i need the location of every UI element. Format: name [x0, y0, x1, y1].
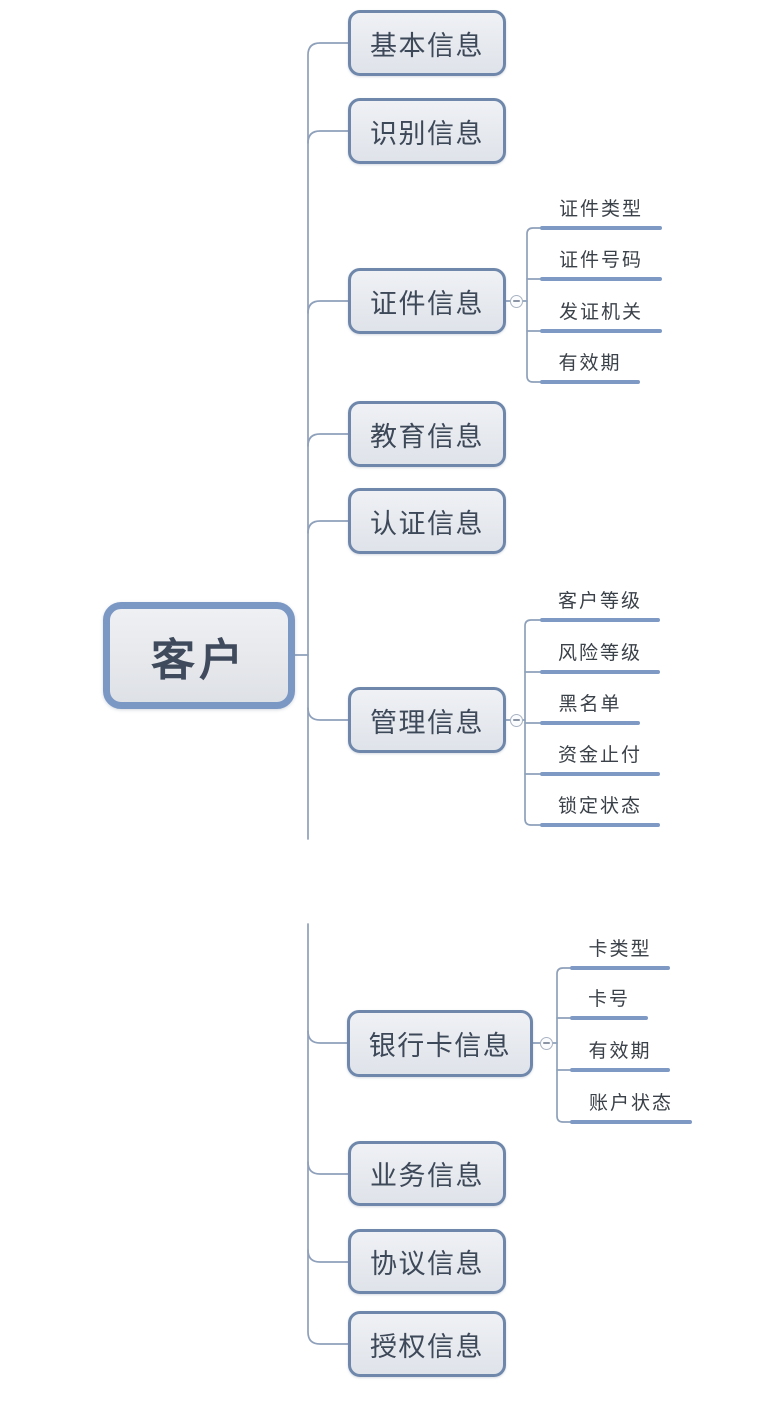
- leaf-card-number[interactable]: 卡号: [570, 989, 648, 1020]
- root-node-customer[interactable]: 客户: [103, 602, 295, 709]
- leaf-label: 风险等级: [557, 643, 642, 665]
- leaf-label: 锁定状态: [557, 796, 642, 818]
- topic-management-info[interactable]: 管理信息: [348, 687, 506, 753]
- leaf-label: 账户状态: [588, 1093, 673, 1115]
- topic-education-info[interactable]: 教育信息: [348, 401, 506, 467]
- leaf-card-type[interactable]: 卡类型: [570, 939, 670, 970]
- leaf-label: 卡类型: [588, 939, 652, 961]
- leaf-underline: [540, 277, 662, 281]
- minus-icon: [512, 300, 520, 302]
- leaf-lock-status[interactable]: 锁定状态: [540, 796, 660, 827]
- leaf-label: 资金止付: [557, 745, 642, 767]
- topic-basic-info[interactable]: 基本信息: [348, 10, 506, 76]
- leaf-validity-period[interactable]: 有效期: [540, 353, 640, 384]
- leaf-label: 黑名单: [558, 694, 622, 716]
- leaf-risk-level[interactable]: 风险等级: [540, 643, 660, 674]
- leaf-label: 证件类型: [558, 199, 643, 221]
- leaf-label: 有效期: [558, 353, 622, 375]
- leaf-label: 发证机关: [558, 302, 643, 324]
- collapse-toggle-certificate-info[interactable]: [509, 294, 523, 308]
- leaf-blacklist[interactable]: 黑名单: [540, 694, 640, 725]
- leaf-certificate-number[interactable]: 证件号码: [540, 250, 662, 281]
- leaf-underline: [540, 380, 640, 384]
- leaf-underline: [540, 226, 662, 230]
- leaf-underline: [540, 721, 640, 725]
- leaf-underline: [570, 1068, 670, 1072]
- leaf-underline: [540, 329, 662, 333]
- minus-icon: [542, 1042, 550, 1044]
- topic-agreement-info[interactable]: 协议信息: [348, 1229, 506, 1294]
- leaf-underline: [570, 966, 670, 970]
- leaf-account-status[interactable]: 账户状态: [570, 1093, 692, 1124]
- leaf-label: 客户等级: [557, 591, 642, 613]
- leaf-certificate-type[interactable]: 证件类型: [540, 199, 662, 230]
- leaf-underline: [540, 670, 660, 674]
- leaf-underline: [540, 772, 660, 776]
- topic-certificate-info[interactable]: 证件信息: [348, 268, 506, 334]
- topic-business-info[interactable]: 业务信息: [348, 1141, 506, 1206]
- leaf-underline: [570, 1016, 648, 1020]
- leaf-issuing-authority[interactable]: 发证机关: [540, 302, 662, 333]
- leaf-underline: [540, 618, 660, 622]
- topic-authorization-info[interactable]: 授权信息: [348, 1311, 506, 1377]
- collapse-toggle-bank-card-info[interactable]: [539, 1036, 553, 1050]
- leaf-fund-stop-payment[interactable]: 资金止付: [540, 745, 660, 776]
- leaf-label: 卡号: [587, 989, 630, 1011]
- topic-authentication-info[interactable]: 认证信息: [348, 488, 506, 554]
- trunk-lower: [307, 923, 349, 1345]
- trunk-upper: [307, 42, 349, 840]
- collapse-toggle-management-info[interactable]: [509, 713, 523, 727]
- topic-bank-card-info[interactable]: 银行卡信息: [347, 1010, 533, 1077]
- leaf-customer-level[interactable]: 客户等级: [540, 591, 660, 622]
- leaf-label: 有效期: [588, 1041, 652, 1063]
- leaf-underline: [540, 823, 660, 827]
- minus-icon: [512, 719, 520, 721]
- topic-identification-info[interactable]: 识别信息: [348, 98, 506, 164]
- leaf-card-validity-period[interactable]: 有效期: [570, 1041, 670, 1072]
- leaf-underline: [570, 1120, 692, 1124]
- leaf-label: 证件号码: [558, 250, 643, 272]
